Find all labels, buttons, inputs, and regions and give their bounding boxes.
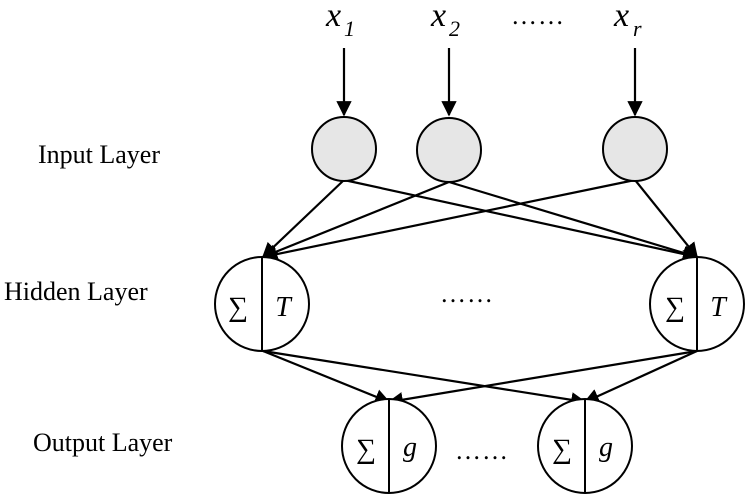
edge-input1-hidden2 bbox=[343, 178, 699, 262]
input-variable-subscript: r bbox=[633, 16, 642, 41]
edge-hidden1-output2 bbox=[262, 349, 587, 408]
activation-symbol: g bbox=[403, 432, 417, 463]
output-layer-label: Output Layer bbox=[33, 428, 173, 457]
hidden-layer-label: Hidden Layer bbox=[4, 277, 148, 306]
output-node-1: ∑ g bbox=[341, 398, 437, 494]
input-variable-subscript: 1 bbox=[344, 16, 355, 41]
hidden-ellipsis: …… bbox=[440, 279, 494, 308]
edge-input1-hidden1 bbox=[261, 179, 345, 259]
input-node-1 bbox=[311, 116, 377, 182]
input-node-r bbox=[602, 116, 668, 182]
activation-symbol: g bbox=[599, 432, 613, 463]
hidden-node-2: ∑ T bbox=[649, 256, 745, 352]
summation-symbol: ∑ bbox=[356, 434, 376, 465]
edge-inputr-hidden1 bbox=[261, 178, 636, 262]
input-variable-base: x bbox=[325, 0, 341, 34]
activation-symbol: T bbox=[710, 292, 728, 323]
input-variable-base: x bbox=[613, 0, 629, 34]
summation-symbol: ∑ bbox=[552, 434, 572, 465]
edge-input2-hidden1 bbox=[261, 180, 450, 259]
input-variable-x1: x 1 bbox=[325, 0, 355, 41]
summation-symbol: ∑ bbox=[665, 292, 685, 323]
hidden-node-1: ∑ T bbox=[214, 256, 310, 352]
input-ellipsis: …… bbox=[511, 1, 565, 30]
edge-inputr-hidden2 bbox=[634, 179, 698, 259]
input-node-2 bbox=[416, 117, 482, 183]
activation-symbol: T bbox=[275, 292, 293, 323]
edge-hidden1-output1 bbox=[262, 349, 391, 404]
output-node-2: ∑ g bbox=[537, 398, 633, 494]
summation-symbol: ∑ bbox=[228, 292, 248, 323]
input-variable-subscript: 2 bbox=[449, 16, 460, 41]
output-ellipsis: …… bbox=[455, 436, 509, 465]
edge-input2-hidden2 bbox=[448, 180, 699, 261]
input-variable-xr: x r bbox=[613, 0, 642, 41]
input-layer-label: Input Layer bbox=[38, 140, 160, 169]
edge-hidden2-output2 bbox=[583, 349, 698, 404]
input-variable-x2: x 2 bbox=[430, 0, 460, 41]
edge-hidden2-output1 bbox=[387, 349, 698, 408]
input-variable-base: x bbox=[430, 0, 446, 34]
